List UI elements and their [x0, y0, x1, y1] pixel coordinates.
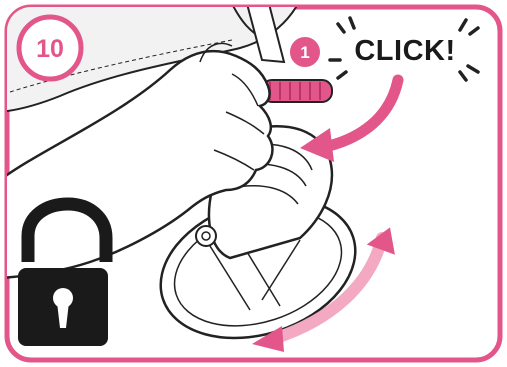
- axle-bolt: [195, 225, 217, 247]
- thumb-line: [199, 42, 233, 63]
- release-collar[interactable]: [261, 79, 333, 103]
- click-burst-icon: [328, 16, 480, 82]
- finger-line: [225, 111, 265, 135]
- axle-bolt-center: [201, 231, 211, 241]
- click-label: CLICK!: [354, 35, 455, 67]
- hand: [7, 49, 274, 280]
- step-number: 10: [36, 35, 64, 63]
- curved-double-arrow-icon: [252, 227, 395, 352]
- canopy-seam: [9, 39, 233, 93]
- finger-line: [231, 73, 259, 107]
- stroller-leg: [244, 7, 286, 64]
- curved-arrow-icon: [300, 74, 404, 162]
- callout-badge: 1: [288, 35, 322, 69]
- callout-number: 1: [300, 43, 309, 62]
- unlocked-padlock-icon: [18, 197, 113, 346]
- finger-line: [213, 149, 255, 171]
- step-badge: 10: [16, 14, 84, 82]
